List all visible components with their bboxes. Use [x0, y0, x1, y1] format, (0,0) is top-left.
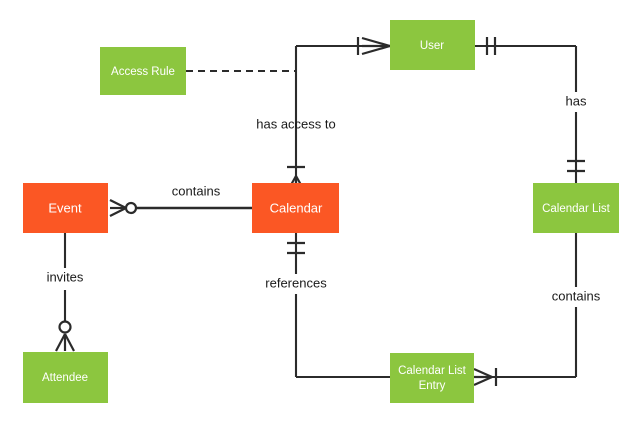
entity-access-rule-box[interactable] — [100, 47, 186, 95]
relationship-label-has-access-to: has access to — [256, 116, 336, 131]
entity-calendar-box[interactable] — [252, 183, 339, 233]
cardinality-entry-right-one-and-many — [473, 367, 498, 387]
entity-user-label: User — [420, 40, 444, 52]
cardinality-calendar-list-top-exactly-one — [567, 159, 585, 173]
entity-calendar-list-entry-box[interactable] — [390, 353, 474, 403]
relationship-label-contains-list-entry: contains — [552, 288, 601, 303]
entity-calendar-list-entry-label-line1: Calendar List — [398, 365, 467, 377]
edge-user-has-calendar-list — [475, 44, 578, 183]
relationship-label-contains-event-calendar: contains — [172, 183, 221, 198]
edge-user-has-access-to-calendar — [294, 44, 390, 183]
entity-calendar-list-box[interactable] — [533, 183, 619, 233]
entity-access-rule-label: Access Rule — [111, 66, 175, 78]
entity-calendar-list-entry[interactable]: Calendar List Entry — [390, 353, 474, 403]
entity-event-label: Event — [48, 200, 82, 215]
relationship-label-invites: invites — [47, 269, 84, 284]
relationship-label-references: references — [265, 275, 327, 290]
cardinality-calendar-bottom-exactly-one — [287, 241, 305, 255]
entity-attendee[interactable]: Attendee — [23, 352, 108, 403]
entity-event[interactable]: Event — [23, 183, 108, 233]
entity-user[interactable]: User — [390, 20, 475, 70]
entity-calendar[interactable]: Calendar — [252, 183, 339, 233]
entity-attendee-box[interactable] — [23, 352, 108, 403]
cardinality-attendee-top-zero-or-many — [55, 320, 75, 352]
cardinality-user-right-exactly-one — [485, 37, 497, 55]
edge-calendar-references-entry — [294, 233, 390, 379]
entity-attendee-label: Attendee — [42, 372, 88, 384]
entity-calendar-list-entry-label-line2: Entry — [419, 380, 446, 392]
entity-calendar-list-label: Calendar List — [542, 203, 611, 215]
edge-calendar-list-contains-entry — [492, 233, 578, 379]
entity-calendar-list[interactable]: Calendar List — [533, 183, 619, 233]
relationship-label-has: has — [566, 93, 587, 108]
cardinality-user-left-one-and-many — [356, 36, 391, 56]
cardinality-event-right-zero-or-many — [109, 199, 138, 217]
entity-user-box[interactable] — [390, 20, 475, 70]
entity-access-rule[interactable]: Access Rule — [100, 47, 186, 95]
entity-calendar-label: Calendar — [270, 200, 323, 215]
entity-event-box[interactable] — [23, 183, 108, 233]
